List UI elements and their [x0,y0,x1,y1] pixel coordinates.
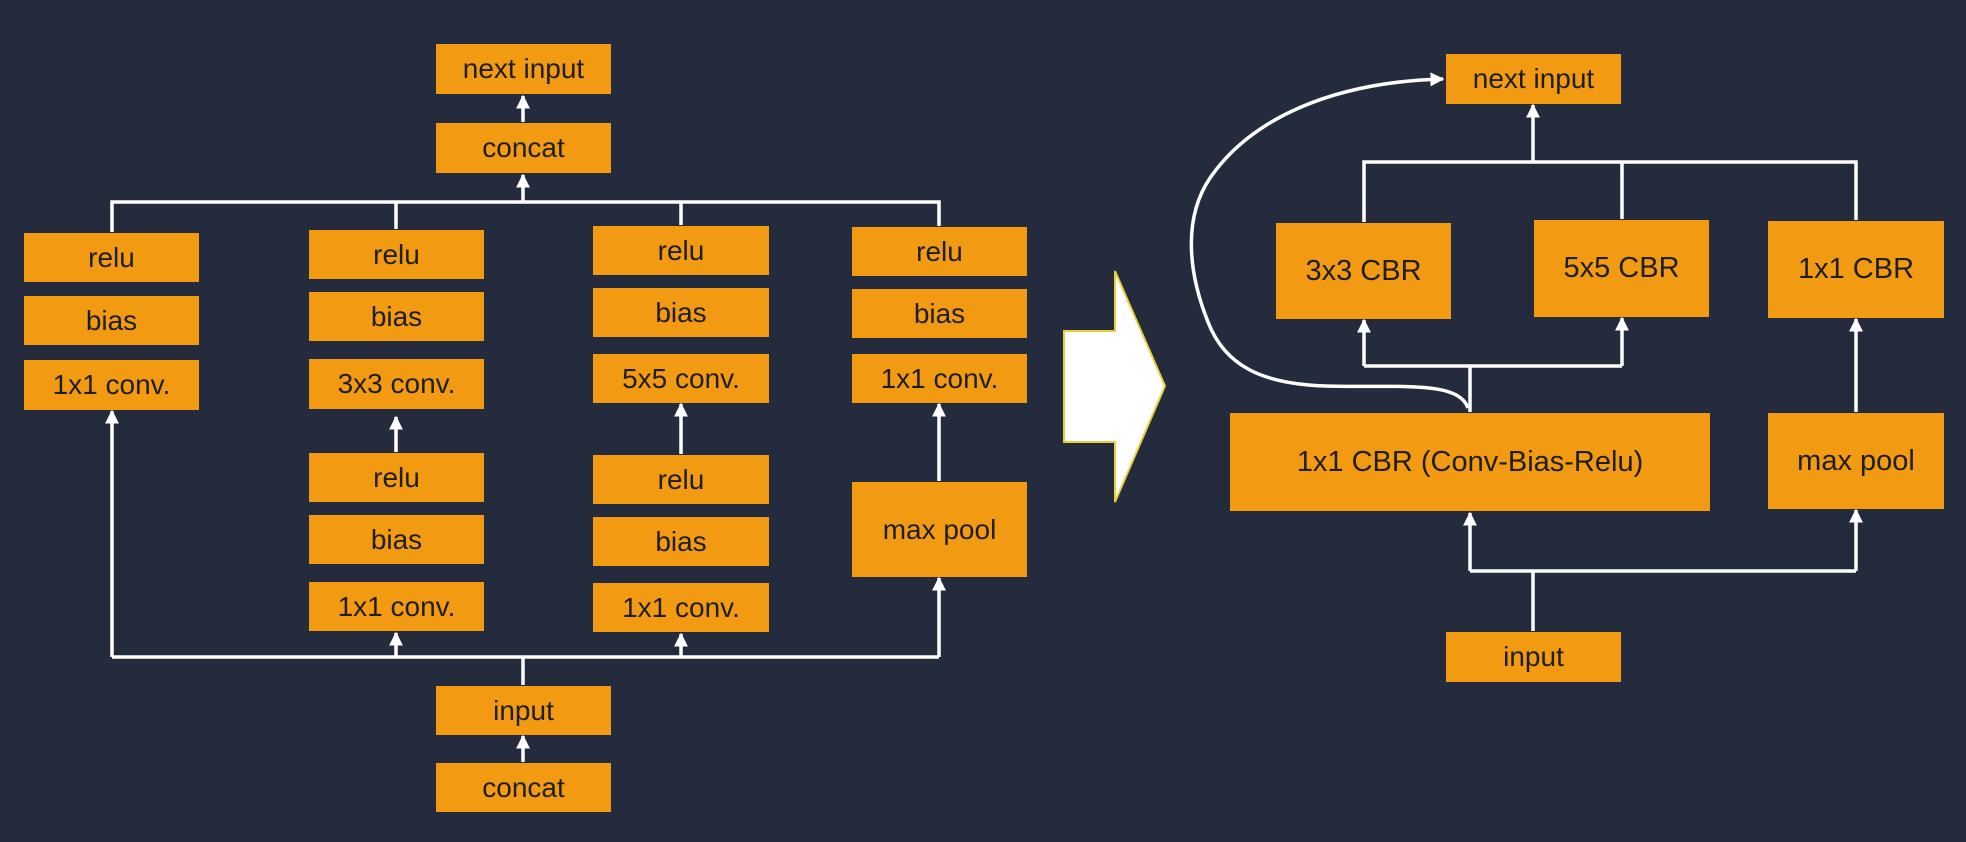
left-bottom-concat-box: concat [436,763,611,812]
left-b3-bias2-box: bias [593,517,769,566]
left-b3-conv1-box: 1x1 conv. [593,583,769,632]
right-top-bus [1362,160,1858,222]
right-skip-curve [1189,72,1470,409]
right-cbr-1x1-box: 1x1 CBR [1768,221,1944,318]
right-cbr-3x3-box: 3x3 CBR [1276,223,1451,319]
right-cbr-merged-box: 1x1 CBR (Conv-Bias-Relu) [1230,413,1710,511]
right-maxpool-box: max pool [1768,413,1944,509]
left-input-box: input [436,686,611,735]
left-b3-bias-box: bias [593,288,769,337]
left-b4-maxpool-box: max pool [852,482,1027,577]
left-b3-conv5-box: 5x5 conv. [593,354,769,403]
left-b2-relu-box: relu [309,230,484,279]
left-b2-bias-box: bias [309,292,484,341]
left-concat-box: concat [436,123,611,173]
left-b1-bias-box: bias [24,296,199,345]
left-top-bus [110,200,941,232]
left-b2-conv1-box: 1x1 conv. [309,582,484,631]
left-b2-conv3-box: 3x3 conv. [309,359,484,409]
left-b4-bias-box: bias [852,289,1027,338]
left-b4-conv1-box: 1x1 conv. [852,354,1027,403]
left-next-input-box: next input [436,44,611,94]
left-b3-relu2-box: relu [593,455,769,504]
left-b1-conv-box: 1x1 conv. [24,360,199,410]
left-b4-relu-box: relu [852,227,1027,276]
right-cbr-5x5-box: 5x5 CBR [1534,220,1709,317]
right-input-box: input [1446,632,1621,682]
left-b2-bias2-box: bias [309,515,484,564]
left-b2-relu2-box: relu [309,453,484,502]
right-arrow-icon [1063,270,1167,503]
left-b3-relu-box: relu [593,226,769,275]
left-b1-relu-box: relu [24,233,199,282]
right-next-input-box: next input [1446,54,1621,104]
